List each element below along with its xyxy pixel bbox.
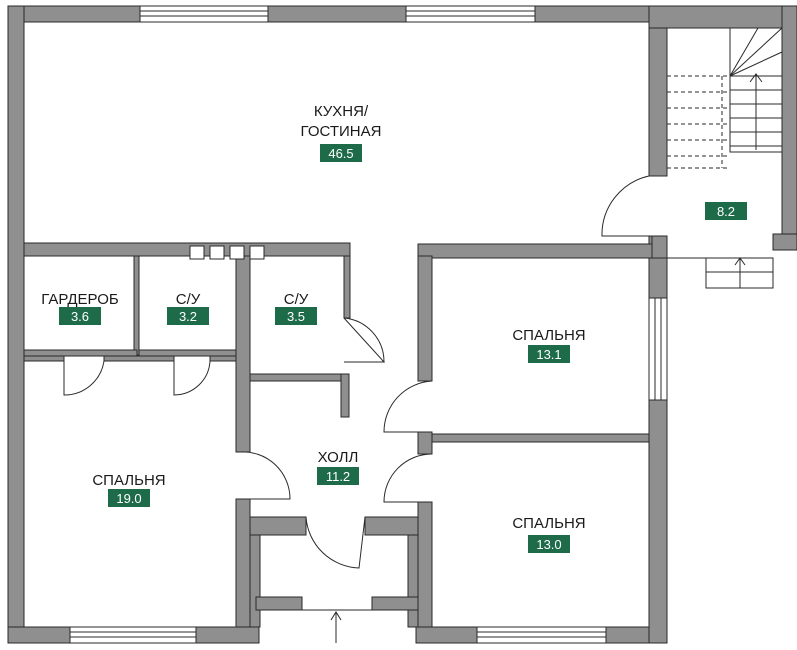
door-bath1 bbox=[173, 360, 211, 396]
bath1-area: 3.2 bbox=[179, 309, 197, 324]
door-bedroom-left bbox=[239, 451, 291, 500]
wardrobe-name: ГАРДЕРОБ bbox=[41, 291, 119, 308]
doors bbox=[63, 175, 650, 569]
bedroom-left-name: СПАЛЬНЯ bbox=[92, 472, 165, 489]
bath2-area: 3.5 bbox=[287, 309, 305, 324]
hall-area-badge bbox=[317, 467, 359, 485]
window-right bbox=[648, 297, 668, 401]
bath1-area-badge bbox=[167, 307, 209, 325]
bedroom-right-top-name: СПАЛЬНЯ bbox=[512, 327, 585, 344]
door-bedroom-rt bbox=[383, 380, 433, 433]
door-wardrobe bbox=[63, 360, 105, 396]
bedroom-right-top-area-badge bbox=[528, 345, 570, 363]
bath2-name: С/У bbox=[284, 291, 309, 308]
stairs bbox=[667, 27, 783, 289]
door-bedroom-rb bbox=[383, 453, 433, 503]
window-bottom-1 bbox=[69, 626, 197, 644]
vent-blocks bbox=[189, 245, 265, 260]
bedroom-right-top-area: 13.1 bbox=[536, 347, 561, 362]
hall-name: ХОЛЛ bbox=[318, 449, 359, 466]
bedroom-right-bottom-name: СПАЛЬНЯ bbox=[512, 515, 585, 532]
bath2-area-badge bbox=[275, 307, 317, 325]
kitchen-area: 46.5 bbox=[328, 146, 353, 161]
door-stair bbox=[601, 175, 650, 237]
kitchen-name-line2: ГОСТИНАЯ bbox=[301, 123, 382, 140]
bedroom-right-bottom-area-badge bbox=[528, 535, 570, 553]
labels: КУХНЯ/ ГОСТИНАЯ 46.5 8.2 ГАРДЕРОБ 3.6 С/… bbox=[41, 103, 747, 553]
wardrobe-area-badge bbox=[59, 307, 101, 325]
wardrobe-area: 3.6 bbox=[71, 309, 89, 324]
bedroom-left-area-badge bbox=[108, 489, 150, 507]
bath1-name: С/У bbox=[176, 291, 201, 308]
door-bath2-arc bbox=[343, 317, 385, 363]
hall-area: 11.2 bbox=[326, 469, 350, 484]
entrance-arrow bbox=[260, 609, 408, 643]
bedroom-right-bottom-area: 13.0 bbox=[536, 537, 561, 552]
kitchen-name-line1: КУХНЯ/ bbox=[314, 103, 369, 120]
window-top-2 bbox=[405, 5, 536, 23]
stair-hall-area-badge bbox=[705, 202, 747, 220]
window-top-1 bbox=[139, 5, 269, 23]
door-entry bbox=[305, 516, 366, 569]
stair-hall-area: 8.2 bbox=[717, 204, 735, 219]
kitchen-area-badge bbox=[320, 144, 362, 162]
windows bbox=[69, 5, 668, 644]
bedroom-left-area: 19.0 bbox=[116, 491, 141, 506]
window-bottom-2 bbox=[476, 626, 607, 644]
